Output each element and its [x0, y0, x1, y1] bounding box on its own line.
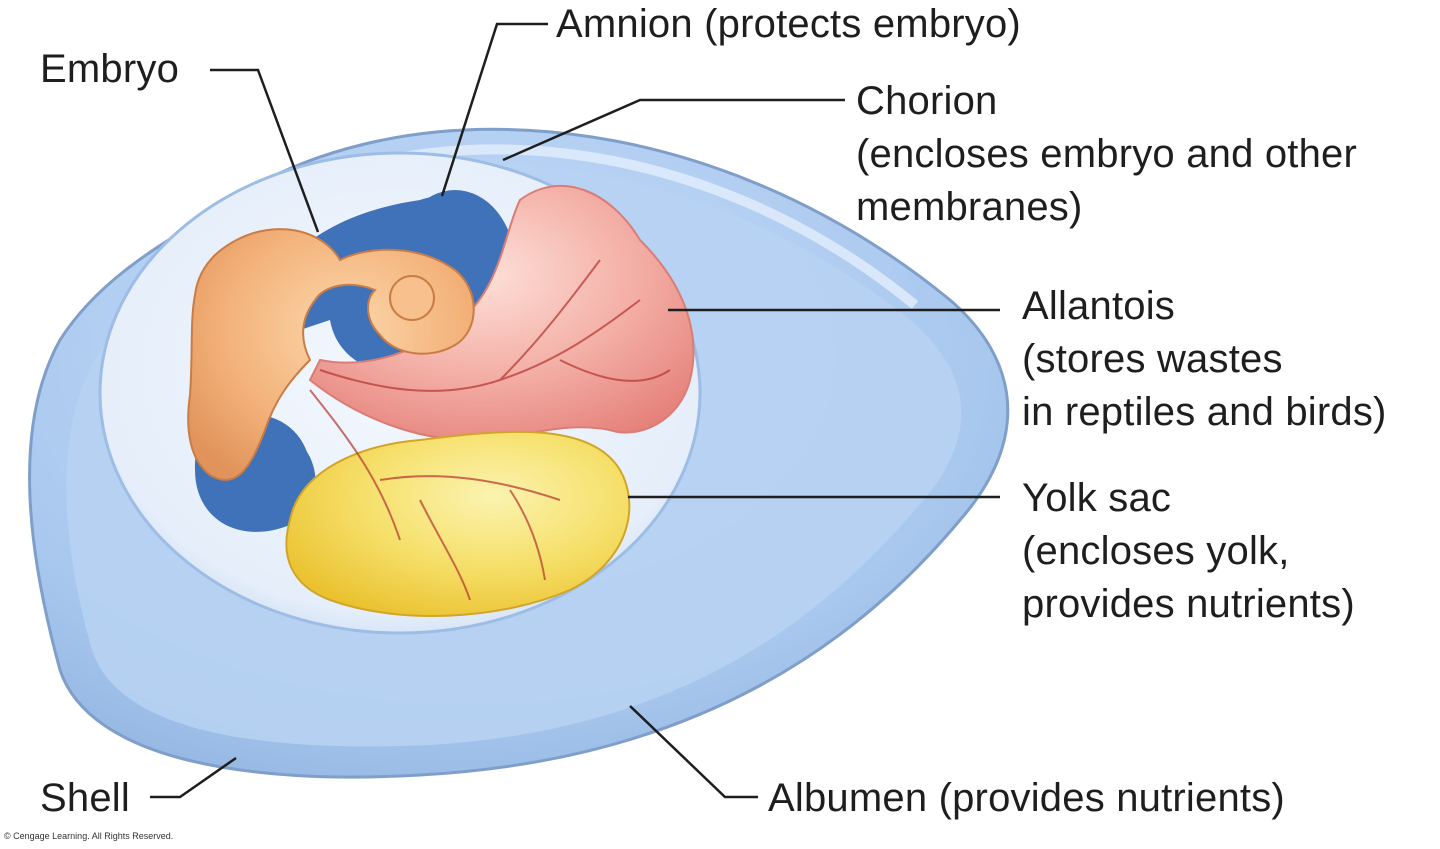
- blood-vessels: [309, 259, 671, 601]
- label-yolk-sac: Yolk sac (encloses yolk, provides nutrie…: [1022, 472, 1355, 631]
- albumen-label: Albumen (provides nutrients): [768, 776, 1285, 820]
- allantois-label-line-3: in reptiles and birds): [1022, 390, 1387, 434]
- label-chorion: Chorion (encloses embryo and other membr…: [856, 75, 1357, 234]
- label-allantois: Allantois (stores wastes in reptiles and…: [1022, 280, 1387, 439]
- yolk-sac-label-line-2: (encloses yolk,: [1022, 529, 1290, 573]
- chorion-label-line-3: membranes): [856, 185, 1083, 229]
- leader-chorion: [502, 98, 845, 162]
- leader-albumen: [629, 705, 758, 799]
- amnion-label: Amnion (protects embryo): [556, 2, 1021, 46]
- embryo-eye: [389, 275, 435, 321]
- chorion-label-line-2: (encloses embryo and other: [856, 132, 1358, 176]
- label-embryo: Embryo: [40, 43, 179, 96]
- allantois-label-line-1: Allantois: [1022, 284, 1175, 328]
- leader-embryo: [210, 68, 320, 233]
- leader-lines: [150, 22, 1000, 799]
- label-amnion: Amnion (protects embryo): [556, 0, 1021, 51]
- embryo-label: Embryo: [40, 47, 180, 91]
- allantois-label-line-2: (stores wastes: [1022, 337, 1283, 381]
- copyright-notice: © Cengage Learning. All Rights Reserved.: [4, 831, 174, 841]
- chorion-label-line-1: Chorion: [856, 79, 998, 123]
- yolk-sac-label-line-3: provides nutrients): [1022, 582, 1355, 626]
- shell-label: Shell: [40, 776, 130, 820]
- label-shell: Shell: [40, 772, 130, 825]
- yolk-sac-label-line-1: Yolk sac: [1022, 476, 1172, 520]
- leader-shell: [150, 756, 237, 799]
- label-albumen: Albumen (provides nutrients): [768, 772, 1285, 825]
- leader-amnion: [440, 22, 548, 197]
